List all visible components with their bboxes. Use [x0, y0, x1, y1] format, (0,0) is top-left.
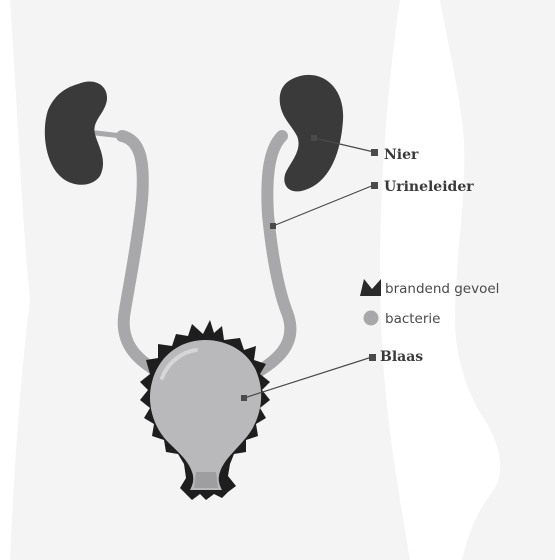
kidney-label: Nier	[384, 147, 419, 163]
kidney-marker-start	[311, 135, 317, 141]
left-renal-stub	[96, 133, 122, 136]
bacteria-icon	[364, 311, 379, 326]
bladder-label: Blaas	[380, 349, 423, 365]
bladder-marker-start	[241, 395, 247, 401]
bladder-neck	[194, 472, 218, 488]
ureter-marker-end	[371, 182, 378, 189]
legend-item-burning: brandend gevoel	[385, 281, 499, 297]
ureter-marker-start	[270, 223, 276, 229]
bladder-marker-end	[369, 354, 376, 361]
legend-item-bacteria: bacterie	[385, 311, 440, 327]
ureter-label: Urineleider	[384, 179, 474, 195]
kidney-marker-end	[371, 149, 378, 156]
